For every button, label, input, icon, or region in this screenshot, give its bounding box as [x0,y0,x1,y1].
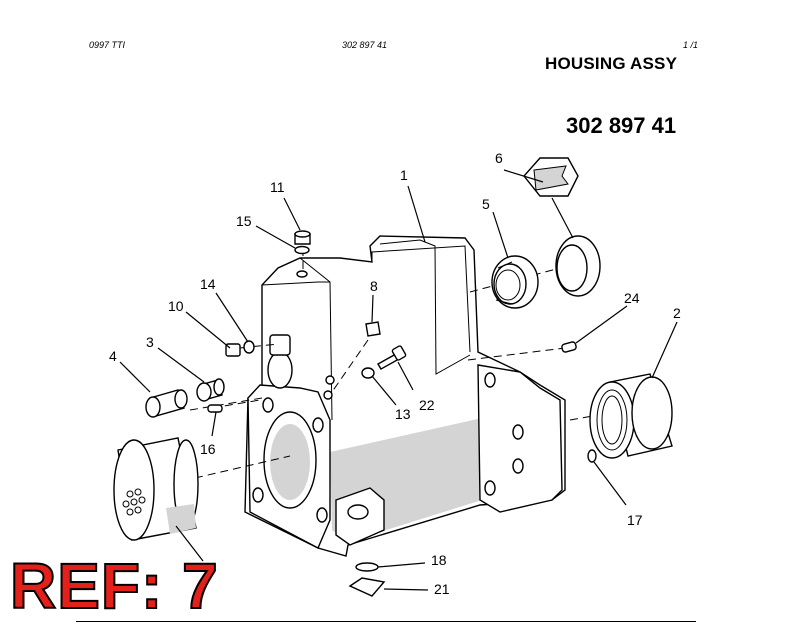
callout-15: 15 [236,213,252,229]
header-page-count: 1 /1 [683,40,699,50]
part-22-bolt [377,345,407,370]
cover-hole-pattern [122,488,146,516]
part-5-bearing [491,255,539,309]
callout-13: 13 [395,406,411,422]
callout-11: 11 [270,179,285,195]
housing-screw [325,375,335,385]
part-16-pin [207,404,223,413]
reference-stamp: REF: 7 [9,550,219,622]
housing-screw [323,390,333,400]
callout-24: 24 [624,290,640,306]
part-4-bushing [145,389,188,418]
part-21-gasket [348,577,386,597]
part-18-oring [355,562,379,572]
part-8-plug [365,321,381,337]
callout-22: 22 [419,397,435,413]
part-13-washer [361,367,375,379]
leader-lines [119,169,678,591]
bottom-rule [76,621,696,622]
callout-14: 14 [200,276,216,292]
part-11-plug [294,230,311,245]
part-17-oring [587,449,597,463]
header-date-code: 0997 TTI [89,40,126,50]
part-3-bushing [196,378,225,402]
part-24-pin [561,341,577,353]
housing-body [244,235,566,557]
callout-17: 17 [627,512,643,528]
callout-8: 8 [370,278,378,294]
diagram-title: HOUSING ASSY [545,54,678,73]
part-14-seal [243,340,255,354]
part-15-washer [294,245,310,255]
callout-2: 2 [673,305,681,321]
part-2-sleeve [589,373,673,459]
callout-3: 3 [146,334,154,350]
callout-1: 1 [400,167,408,183]
callout-5: 5 [482,196,490,212]
assembly-part-number: 302 897 41 [566,113,677,138]
callout-21: 21 [434,581,450,597]
callout-16: 16 [200,441,216,457]
part-6-detail-bubble [523,157,579,239]
part-7-cover [113,437,199,541]
header-part-number: 302 897 41 [342,40,388,50]
callout-10: 10 [168,298,184,314]
callout-6: 6 [495,150,503,166]
callout-18: 18 [431,552,447,568]
callout-4: 4 [109,348,117,364]
part-6-ring [555,235,601,297]
